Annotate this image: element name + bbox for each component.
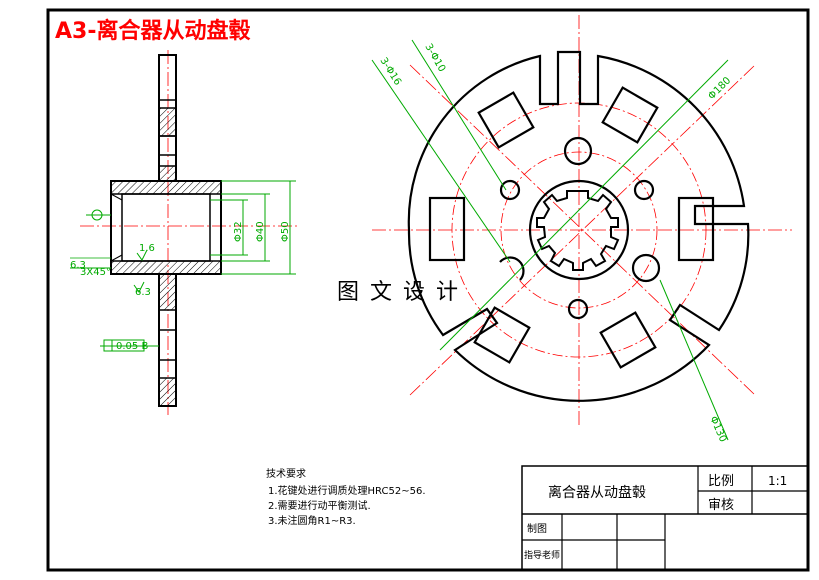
technical-notes: 技术要求 1.花键处进行调质处理HRC52~56. 2.需要进行动平衡测试. 3… bbox=[266, 467, 426, 527]
spline-profile bbox=[536, 190, 620, 271]
chamfer-label: 3X45° bbox=[80, 267, 111, 278]
disc-outer-contour bbox=[407, 50, 750, 402]
note-line-1: 1.花键处进行调质处理HRC52~56. bbox=[268, 484, 426, 497]
dim-d130: Φ130 bbox=[707, 415, 728, 444]
dim-hole-small: 3-Φ10 bbox=[422, 42, 447, 74]
spring-windows bbox=[428, 86, 715, 369]
sheet-title: A3-离合器从动盘毂 bbox=[55, 18, 250, 44]
drawn-label: 制图 bbox=[527, 522, 547, 535]
dim-d32: Φ32 bbox=[233, 221, 244, 242]
holes bbox=[499, 136, 661, 320]
note-line-3: 3.未注圆角R1~R3. bbox=[268, 514, 356, 527]
bolt-circle-inner bbox=[500, 151, 658, 309]
review-label: 审核 bbox=[708, 498, 734, 513]
hub-bore bbox=[121, 193, 211, 262]
rough-c: 6.3 bbox=[135, 287, 151, 298]
hub-outer-circle bbox=[528, 179, 630, 281]
advisor-label: 指导老师 bbox=[524, 549, 560, 561]
dim-d40: Φ40 bbox=[255, 221, 266, 242]
scale-value: 1:1 bbox=[768, 474, 787, 488]
hub-wall-bottom bbox=[110, 260, 222, 275]
note-line-2: 2.需要进行动平衡测试. bbox=[268, 499, 371, 512]
section-view: Φ32 Φ40 Φ50 6.3 3X45° 1.6 6.3 0.05 B bbox=[70, 50, 300, 415]
rough-b: 1.6 bbox=[139, 243, 155, 254]
hub-outline bbox=[110, 180, 222, 275]
dim-hole-big: 3-Φ16 bbox=[377, 56, 403, 88]
front-view: 3-Φ10 3-Φ16 Φ180 Φ130 bbox=[371, 15, 792, 444]
rough-a: 6.3 bbox=[70, 260, 86, 271]
hub-wall-top bbox=[110, 180, 222, 195]
scale-label: 比例 bbox=[708, 474, 734, 489]
watermark-text: 图 文 设 计 bbox=[337, 280, 460, 305]
sheet-border bbox=[46, 8, 810, 572]
dim-d50: Φ50 bbox=[280, 221, 291, 242]
notes-heading: 技术要求 bbox=[266, 467, 306, 480]
part-name: 离合器从动盘毂 bbox=[548, 484, 646, 501]
runout-frame bbox=[103, 339, 145, 352]
dim-d180: Φ180 bbox=[706, 75, 733, 102]
title-block bbox=[521, 465, 809, 571]
flange-upper-hatch bbox=[158, 107, 177, 137]
runout-label: 0.05 B bbox=[116, 341, 148, 352]
